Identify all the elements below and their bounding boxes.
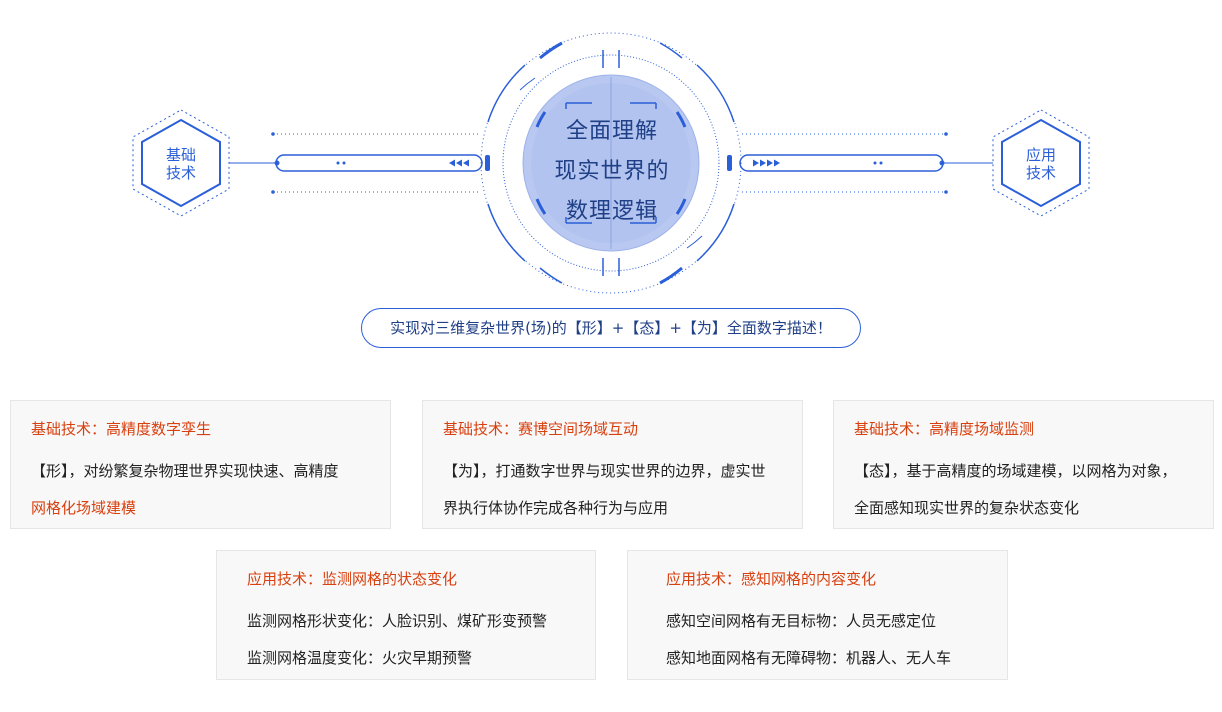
card-grid-state: 应用技术：监测网格的状态变化 监测网格形状变化：人脸识别、煤矿形变预警 监测网格… (216, 550, 596, 680)
card-line: 界执行体协作完成各种行为与应用 (443, 499, 669, 517)
card-title: 应用技术：感知网格的内容变化 (666, 570, 877, 588)
card-line: 网格化场域建模 (31, 499, 137, 517)
card-line: 全面感知现实世界的复杂状态变化 (854, 499, 1080, 517)
card-grid-content: 应用技术：感知网格的内容变化 感知空间网格有无目标物：人员无感定位 感知地面网格… (627, 550, 1008, 680)
card-title: 基础技术：高精度场域监测 (854, 420, 1035, 438)
card-title: 基础技术：高精度数字孪生 (31, 420, 212, 438)
left-connector (229, 132, 490, 194)
card-field-monitoring: 基础技术：高精度场域监测 【态】，基于高精度的场域建模，以网格为对象， 全面感知… (833, 400, 1214, 529)
core-rings (480, 32, 742, 294)
left-hexagon (132, 109, 230, 217)
core-line2: 现实世界的 (554, 159, 670, 184)
card-line: 【为】，打通数字世界与现实世界的边界，虚实世 (443, 462, 766, 480)
card-line: 感知空间网格有无目标物：人员无感定位 (666, 612, 937, 630)
card-title: 应用技术：监测网格的状态变化 (247, 570, 458, 588)
summary-pill: 实现对三维复杂世界(场)的【形】+【态】+【为】全面数字描述！ (361, 308, 861, 348)
card-line: 【态】，基于高精度的场域建模，以网格为对象， (854, 462, 1177, 480)
card-line: 监测网格形状变化：人脸识别、煤矿形变预警 (247, 612, 548, 630)
card-line: 监测网格温度变化：火灾早期预警 (247, 649, 473, 667)
right-connector (727, 132, 993, 194)
core-diagram (132, 32, 1090, 294)
card-cyber-interaction: 基础技术：赛博空间场域互动 【为】，打通数字世界与现实世界的边界，虚实世 界执行… (422, 400, 803, 529)
core-label: 全面理解 现实世界的 数理逻辑 (528, 112, 696, 232)
core-line1: 全面理解 (565, 119, 658, 144)
card-line: 【形】，对纷繁复杂物理世界实现快速、高精度 (31, 462, 339, 480)
card-digital-twin: 基础技术：高精度数字孪生 【形】，对纷繁复杂物理世界实现快速、高精度 网格化场域… (10, 400, 391, 529)
left-hex-label: 基础 技术 (136, 146, 226, 182)
left-hex-line1: 基础 (165, 146, 196, 164)
core-line3: 数理逻辑 (565, 199, 658, 224)
right-hex-label: 应用 技术 (996, 146, 1086, 182)
right-hexagon (992, 109, 1090, 217)
card-title: 基础技术：赛博空间场域互动 (443, 420, 639, 438)
right-hex-line2: 技术 (1025, 164, 1056, 182)
core-disc (522, 74, 700, 252)
right-hex-line1: 应用 (1025, 146, 1056, 164)
left-hex-line2: 技术 (165, 164, 196, 182)
card-line: 感知地面网格有无障碍物：机器人、无人车 (666, 649, 952, 667)
